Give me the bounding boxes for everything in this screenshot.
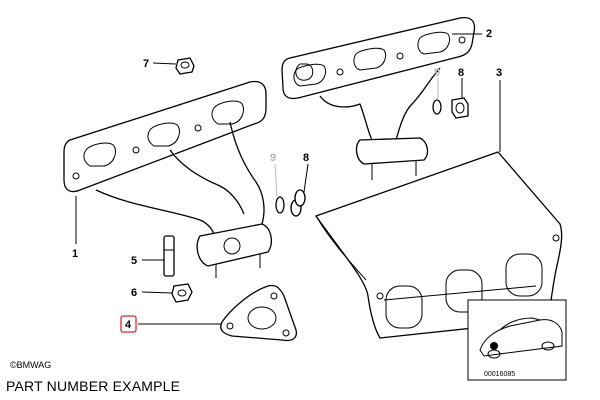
callout-3: 3 bbox=[496, 67, 502, 79]
callout-9-rear: 9 bbox=[434, 67, 440, 79]
nut-part-8-rear bbox=[451, 97, 469, 119]
nut-part-6 bbox=[171, 283, 193, 303]
part-number-caption: PART NUMBER EXAMPLE bbox=[6, 378, 181, 394]
thumbnail-code: 00016085 bbox=[484, 371, 515, 378]
callout-1: 1 bbox=[72, 248, 78, 260]
copyright-label: ©BMWAG bbox=[10, 360, 52, 370]
callout-7: 7 bbox=[143, 58, 149, 70]
callout-4-highlight-box bbox=[120, 315, 137, 333]
stud-part-5 bbox=[163, 235, 175, 277]
callout-9-mid: 9 bbox=[270, 152, 276, 164]
rear-manifold-part-2 bbox=[281, 16, 476, 180]
heat-shield-part-3 bbox=[315, 151, 563, 339]
washer-part-9-rear bbox=[432, 99, 442, 115]
callout-labels: 7 2 9 8 3 9 8 1 5 6 4 bbox=[72, 28, 502, 333]
washer-part-9-mid bbox=[275, 196, 285, 214]
front-manifold-part-1 bbox=[63, 80, 273, 278]
vehicle-thumbnail: 00016085 bbox=[467, 299, 567, 381]
nut-part-7 bbox=[175, 57, 195, 75]
nut-part-8-mid bbox=[290, 189, 306, 217]
callout-5: 5 bbox=[131, 255, 137, 267]
callout-2: 2 bbox=[486, 28, 492, 40]
callout-8-mid: 8 bbox=[303, 152, 309, 164]
callout-8-rear: 8 bbox=[458, 67, 464, 79]
callout-6: 6 bbox=[131, 287, 137, 299]
gasket-part-4 bbox=[220, 284, 298, 342]
callout-4: 4 bbox=[125, 319, 132, 331]
leader-lines bbox=[75, 33, 501, 325]
